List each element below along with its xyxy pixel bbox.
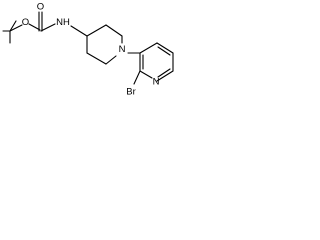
bond-pyr-2: [156, 42, 174, 54]
bond-to-bromine: [133, 70, 141, 85]
bond-pip-4: [105, 55, 117, 65]
bond-pyr-2-inner: [157, 46, 171, 56]
bond-pip-5: [86, 52, 107, 65]
bond-tbu-to-o: [9, 24, 23, 32]
chemical-structure: O O NH N N Br: [2, 2, 174, 98]
bond-pyr-1: [139, 42, 158, 54]
atom-label-ester-oxygen: O: [22, 17, 29, 28]
bond-pyr-4: [156, 70, 174, 82]
atom-label-amide-nh: NH: [56, 17, 70, 28]
bond-nh-to-piperidine: [70, 25, 88, 37]
carbamate-group: [28, 11, 56, 32]
atom-label-pyridine-n: N: [153, 77, 160, 88]
bond-pyr-5: [139, 70, 153, 79]
atom-label-piperidine-n: N: [119, 44, 126, 55]
bond-pyr-4-inner: [157, 68, 171, 78]
bond-pip-1: [86, 24, 107, 37]
pyridine-ring: [139, 42, 174, 82]
bond-carbonyl-c-to-nh: [40, 23, 56, 32]
atom-label-bromine: Br: [126, 87, 136, 98]
bond-tbu-top: [9, 20, 17, 32]
atom-label-carbonyl-oxygen: O: [37, 2, 44, 13]
bond-pip-2: [105, 24, 123, 37]
piperidine-ring: [86, 24, 123, 65]
bond-o-to-carbonyl-c: [28, 23, 41, 31]
tert-butyl-group: [2, 20, 23, 44]
